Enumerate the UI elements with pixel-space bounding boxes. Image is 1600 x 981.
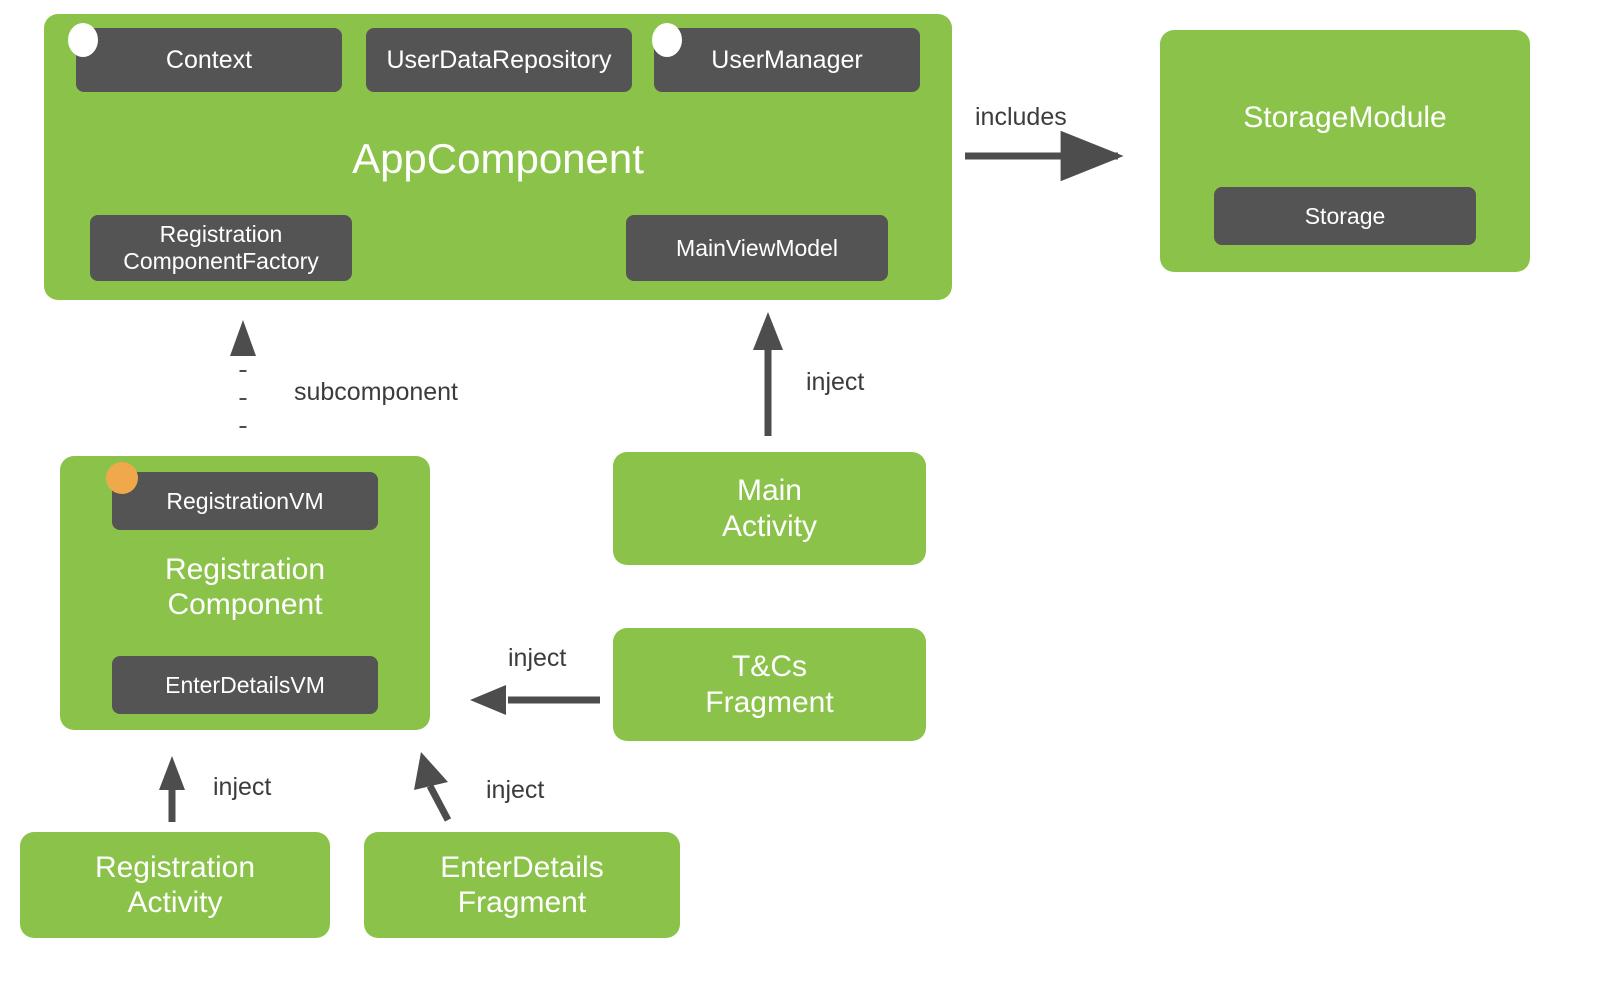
- app-component-title: AppComponent: [352, 135, 644, 182]
- unscoped-dot-icon-context: [68, 23, 98, 57]
- registration-component-title: Registration Component: [164, 553, 326, 622]
- edge-inject-tcs-fragment: [470, 685, 600, 715]
- chip-user-manager-label: UserManager: [711, 45, 863, 74]
- chip-context-label: Context: [165, 45, 253, 74]
- edge-label-subcomponent: subcomponent: [294, 378, 459, 406]
- chip-registration-vm-label: RegistrationVM: [166, 487, 324, 514]
- chip-registration-vm[interactable]: RegistrationVM: [112, 472, 378, 530]
- scoped-dot-icon-registration-vm: [106, 462, 138, 494]
- edge-inject-registration-activity: [159, 756, 185, 822]
- storage-module-title: StorageModule: [1243, 101, 1447, 134]
- chip-enter-details-vm[interactable]: EnterDetailsVM: [112, 656, 378, 714]
- chip-storage-label: Storage: [1304, 202, 1386, 229]
- edge-label-includes: includes: [975, 103, 1067, 131]
- chip-context[interactable]: Context: [76, 28, 342, 92]
- edge-subcomponent: [230, 320, 256, 428]
- node-main-activity[interactable]: Main Activity: [613, 452, 926, 565]
- chip-main-view-model-label: MainViewModel: [676, 234, 838, 261]
- chip-user-data-repository[interactable]: UserDataRepository: [366, 28, 632, 92]
- edge-label-inject-registration-activity: inject: [213, 773, 272, 801]
- tcs-fragment-label: T&Cs Fragment: [705, 650, 834, 719]
- chip-registration-component-factory[interactable]: Registration ComponentFactory: [90, 215, 352, 281]
- edge-label-inject-tcs-fragment: inject: [508, 644, 567, 672]
- node-tcs-fragment[interactable]: T&Cs Fragment: [613, 628, 926, 741]
- chip-user-data-repository-label: UserDataRepository: [386, 45, 612, 74]
- chip-user-manager[interactable]: UserManager: [654, 28, 920, 92]
- edge-inject-main-activity: [753, 312, 783, 436]
- chip-enter-details-vm-label: EnterDetailsVM: [165, 671, 325, 698]
- node-enterdetails-fragment[interactable]: EnterDetails Fragment: [364, 832, 680, 938]
- chip-registration-component-factory-label: Registration ComponentFactory: [123, 221, 319, 274]
- unscoped-dot-icon-user-manager: [652, 23, 682, 57]
- registration-activity-label: Registration Activity: [94, 850, 256, 919]
- enterdetails-fragment-label: EnterDetails Fragment: [440, 850, 604, 919]
- edge-label-inject-main-activity: inject: [806, 368, 865, 396]
- chip-main-view-model[interactable]: MainViewModel: [626, 215, 888, 281]
- edge-label-inject-enterdetails-fragment: inject: [486, 776, 545, 804]
- chip-storage[interactable]: Storage: [1214, 187, 1476, 245]
- main-activity-label: Main Activity: [721, 474, 817, 543]
- node-registration-activity[interactable]: Registration Activity: [20, 832, 330, 938]
- edge-inject-enterdetails-fragment: [414, 752, 452, 822]
